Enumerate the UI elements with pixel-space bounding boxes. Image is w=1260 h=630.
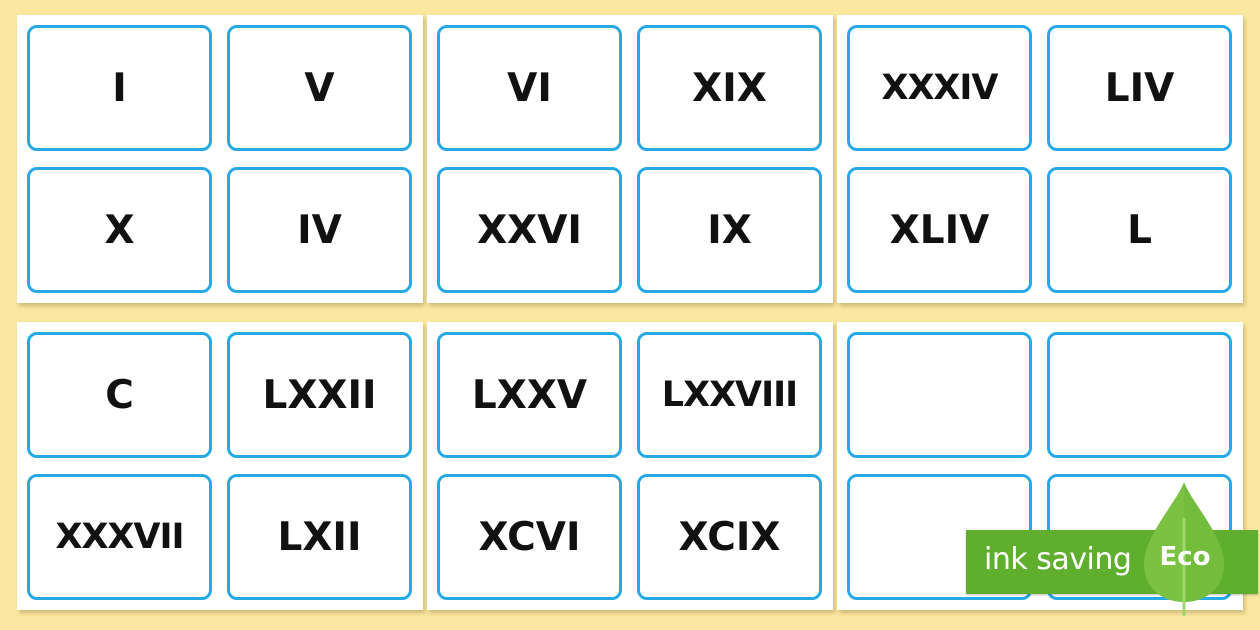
numeral-card: XXXVII bbox=[27, 474, 212, 600]
numeral-label: L bbox=[1127, 207, 1152, 253]
numeral-card: IV bbox=[227, 167, 412, 293]
numeral-label: XLIV bbox=[889, 207, 990, 253]
card-sheet-4: C LXXII XXXVII LXII bbox=[17, 322, 423, 610]
numeral-card: XXVI bbox=[437, 167, 622, 293]
numeral-label: IX bbox=[707, 207, 752, 253]
card-sheet-5: LXXV LXXVIII XCVI XCIX bbox=[427, 322, 833, 610]
numeral-card: LXXV bbox=[437, 332, 622, 458]
numeral-label: LIV bbox=[1104, 65, 1175, 111]
numeral-card: VI bbox=[437, 25, 622, 151]
numeral-card: IX bbox=[637, 167, 822, 293]
numeral-label: XCIX bbox=[678, 514, 781, 560]
numeral-card: LIV bbox=[1047, 25, 1232, 151]
numeral-label: I bbox=[112, 65, 127, 111]
numeral-label: V bbox=[304, 65, 335, 111]
numeral-card: LXII bbox=[227, 474, 412, 600]
numeral-label: LXXVIII bbox=[661, 375, 798, 415]
card-sheet-3: XXXIV LIV XLIV L bbox=[837, 15, 1243, 303]
numeral-card: X bbox=[27, 167, 212, 293]
numeral-card: LXXVIII bbox=[637, 332, 822, 458]
numeral-card: L bbox=[1047, 167, 1232, 293]
numeral-card: XXXIV bbox=[847, 25, 1032, 151]
numeral-label: XXXIV bbox=[881, 68, 998, 108]
ink-saving-text: ink saving bbox=[984, 542, 1132, 577]
numeral-label: XXVI bbox=[477, 207, 582, 253]
numeral-label: XCVI bbox=[478, 514, 581, 560]
numeral-card: I bbox=[27, 25, 212, 151]
blank-card bbox=[1047, 332, 1232, 458]
numeral-card: XCVI bbox=[437, 474, 622, 600]
numeral-card: LXXII bbox=[227, 332, 412, 458]
numeral-card: C bbox=[27, 332, 212, 458]
numeral-label: XIX bbox=[692, 65, 767, 111]
card-sheet-2: VI XIX XXVI IX bbox=[427, 15, 833, 303]
blank-card bbox=[847, 332, 1032, 458]
numeral-label: LXXV bbox=[471, 372, 588, 418]
numeral-label: IV bbox=[297, 207, 342, 253]
numeral-card: V bbox=[227, 25, 412, 151]
numeral-card: XLIV bbox=[847, 167, 1032, 293]
numeral-label: LXII bbox=[277, 514, 362, 560]
numeral-label: XXXVII bbox=[55, 517, 184, 557]
eco-label: Eco bbox=[1159, 542, 1211, 572]
numeral-card: XCIX bbox=[637, 474, 822, 600]
numeral-label: X bbox=[104, 207, 135, 253]
leaf-icon bbox=[1144, 482, 1224, 616]
numeral-label: VI bbox=[507, 65, 552, 111]
card-sheet-1: I V X IV bbox=[17, 15, 423, 303]
numeral-label: C bbox=[105, 372, 134, 418]
numeral-label: LXXII bbox=[262, 372, 377, 418]
numeral-card: XIX bbox=[637, 25, 822, 151]
